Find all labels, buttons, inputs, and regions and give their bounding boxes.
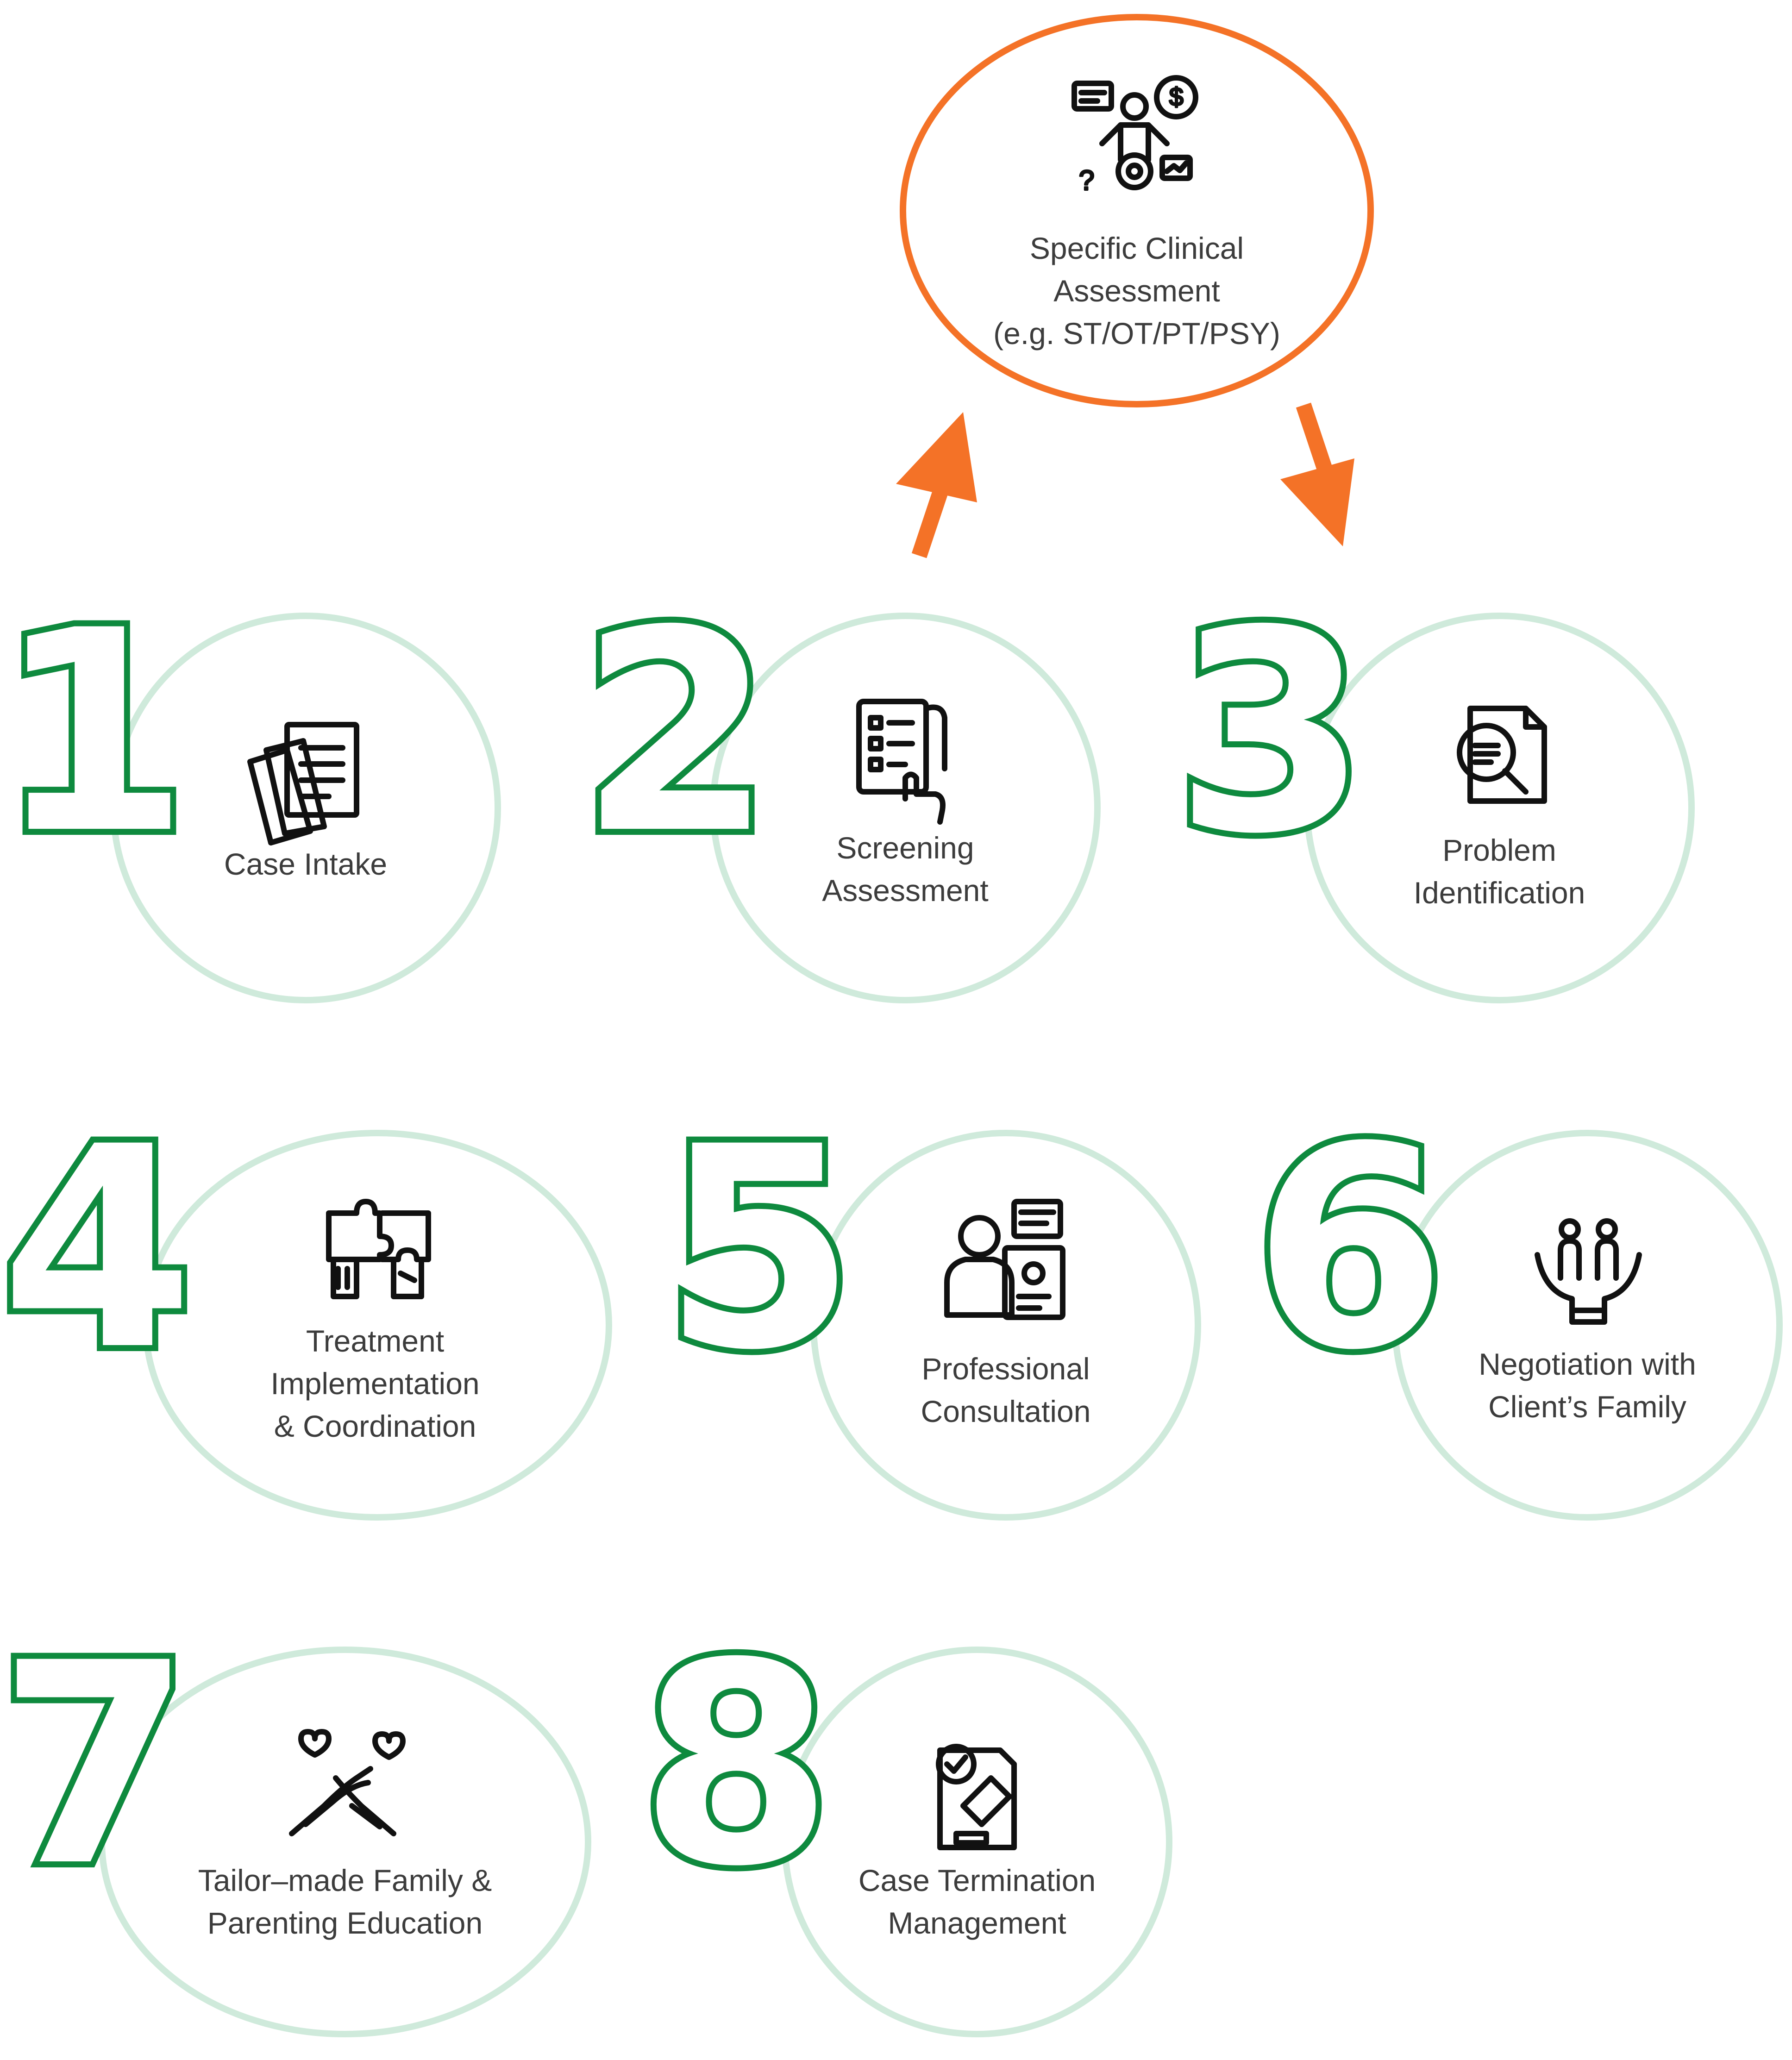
step-8-label: Case Termination Management <box>858 1863 1096 1940</box>
step-5-label: Professional Consultation <box>921 1352 1091 1428</box>
document-stamp-icon <box>936 1744 1017 1850</box>
step-4-circle <box>143 1130 612 1521</box>
arrow-to-clinical-assessment <box>896 412 977 558</box>
step-5-circle <box>810 1130 1201 1521</box>
step-8-number: 8 <box>639 1603 833 1927</box>
step-7-label: Tailor–made Family & Parenting Education <box>198 1863 492 1940</box>
step-1-label: Case Intake <box>224 847 388 881</box>
clinical-assessment-circle <box>900 14 1374 407</box>
step-1-number: 1 <box>0 571 189 895</box>
step-7-circle <box>99 1647 591 2037</box>
step-6-circle <box>1392 1130 1783 1521</box>
clinical-assessment-label: Specific Clinical Assessment (e.g. ST/OT… <box>993 231 1280 351</box>
step-5-number: 5 <box>663 1087 856 1411</box>
hands-hearts-icon <box>289 1729 406 1836</box>
document-search-icon <box>1457 706 1547 804</box>
consultant-with-ideas-icon: $ ? <box>1071 75 1198 197</box>
svg-text:?: ? <box>1079 165 1094 196</box>
consultant-id-card-icon <box>944 1199 1065 1320</box>
step-2-number: 2 <box>579 571 772 895</box>
puzzle-hands-icon <box>326 1199 431 1299</box>
step-7-number: 7 <box>0 1603 192 1927</box>
documents-icon <box>247 722 359 845</box>
step-6-label: Negotiation with Client’s Family <box>1479 1347 1696 1424</box>
svg-text:$: $ <box>1169 82 1184 111</box>
step-4-label: Treatment Implementation & Coordination <box>270 1324 480 1443</box>
step-6-number: 6 <box>1253 1087 1446 1411</box>
step-3-label: Problem Identification <box>1413 833 1585 910</box>
checklist-touch-icon <box>856 699 947 825</box>
arrow-from-clinical-assessment <box>1280 402 1354 546</box>
family-care-hands-icon <box>1535 1218 1642 1325</box>
step-2-label: Screening Assessment <box>822 831 989 908</box>
step-2-circle <box>710 613 1101 1003</box>
step-3-circle <box>1304 613 1695 1003</box>
step-4-number: 4 <box>0 1087 194 1411</box>
step-3-number: 3 <box>1174 571 1367 895</box>
